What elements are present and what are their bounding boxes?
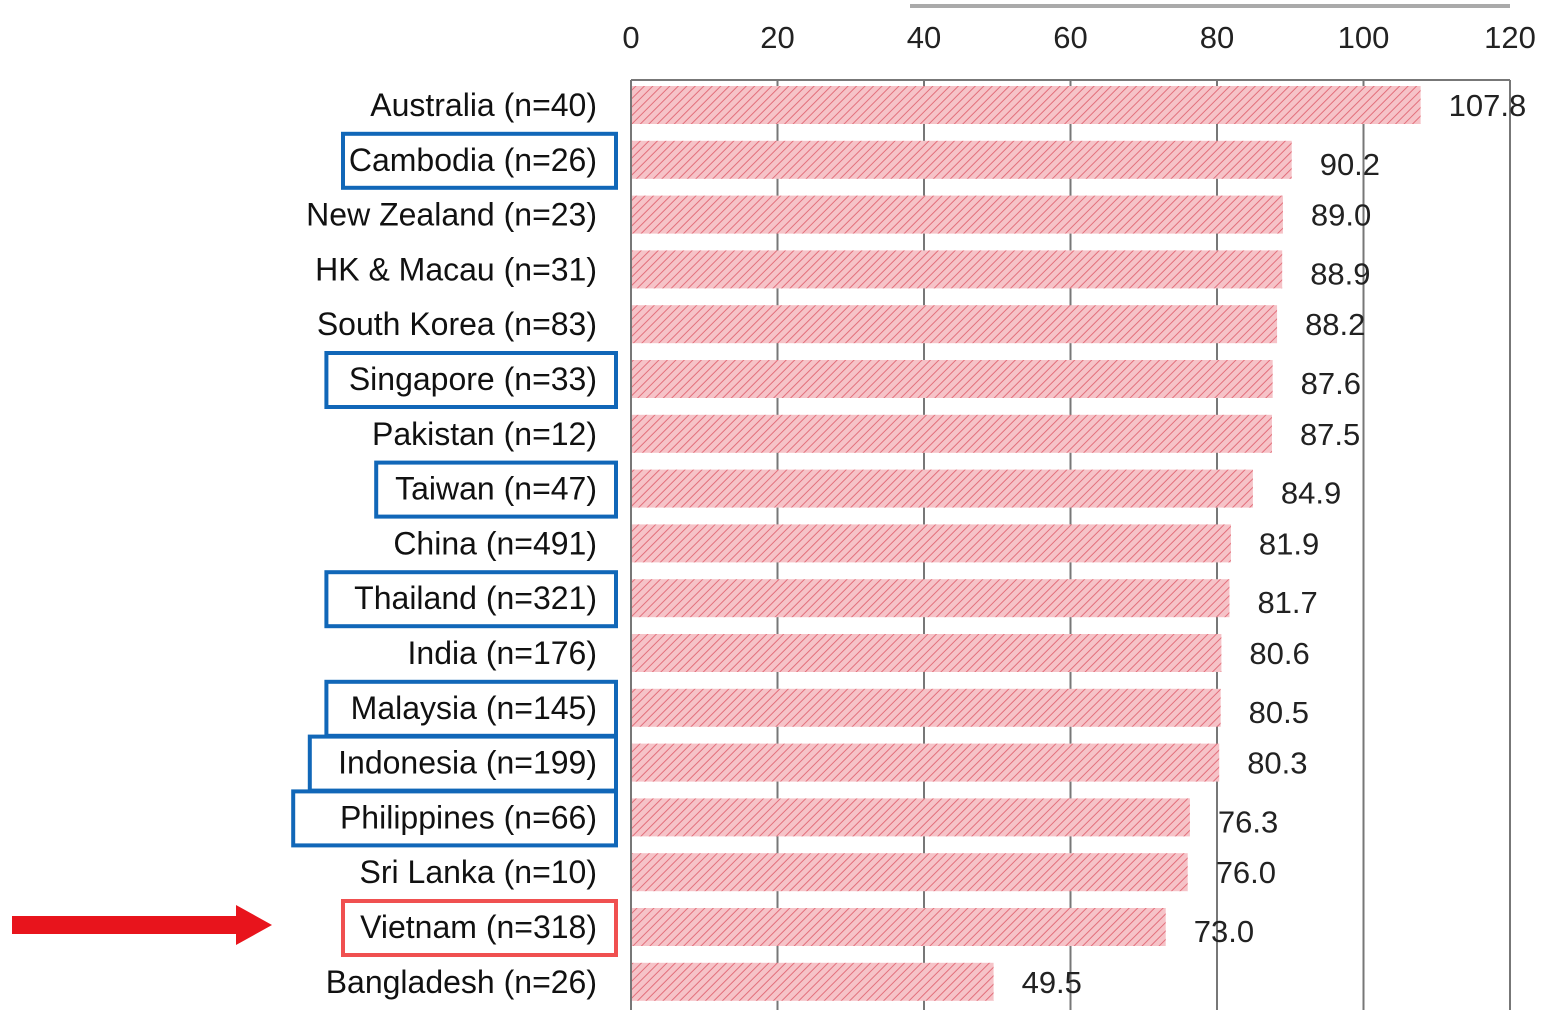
category-label-vietnam: Vietnam (n=318)	[360, 909, 597, 945]
value-label-australia: 107.8	[1449, 88, 1527, 123]
value-label-philippines: 76.3	[1218, 804, 1278, 839]
x-tick-label-0: 0	[622, 20, 639, 55]
bar-sri-lanka	[632, 853, 1188, 892]
x-tick-label-80: 80	[1200, 20, 1234, 55]
category-label-taiwan: Taiwan (n=47)	[395, 471, 597, 507]
value-label-singapore: 87.6	[1301, 366, 1361, 401]
bar-cambodia	[632, 140, 1292, 179]
bar-singapore	[632, 360, 1273, 398]
bar-vietnam	[632, 908, 1166, 946]
value-label-new-zealand: 89.0	[1311, 198, 1371, 233]
value-label-vietnam: 73.0	[1194, 914, 1254, 949]
category-label-hk-macau: HK & Macau (n=31)	[315, 251, 597, 287]
bar-hk-macau	[632, 250, 1283, 289]
bar-malaysia	[632, 688, 1221, 727]
category-label-pakistan: Pakistan (n=12)	[372, 416, 597, 452]
x-tick-label-60: 60	[1053, 20, 1087, 55]
bars	[632, 86, 1421, 1001]
category-label-indonesia: Indonesia (n=199)	[338, 745, 597, 781]
value-labels: 107.8 90.2 89.0 88.9 88.2 87.6 87.5 84.9 81.9 81.…	[1022, 88, 1527, 1000]
highlight-boxes	[291, 131, 619, 957]
highlight-box-vietnam	[341, 899, 618, 957]
category-labels: Australia (n=40) Cambodia (n=26) New Zeala…	[306, 87, 597, 1000]
bar-thailand	[632, 579, 1230, 618]
category-label-australia: Australia (n=40)	[370, 87, 597, 123]
x-tick-label-20: 20	[760, 20, 794, 55]
value-label-south-korea: 88.2	[1305, 307, 1365, 342]
category-label-china: China (n=491)	[393, 525, 597, 561]
bar-bangladesh	[632, 962, 994, 1001]
bar-taiwan	[632, 469, 1253, 508]
x-tick-label-120: 120	[1484, 20, 1536, 55]
category-label-philippines: Philippines (n=66)	[340, 799, 597, 835]
pointer-arrow	[12, 905, 272, 945]
category-label-bangladesh: Bangladesh (n=26)	[326, 964, 597, 1000]
category-label-cambodia: Cambodia (n=26)	[349, 142, 597, 178]
value-label-hk-macau: 88.9	[1310, 256, 1370, 291]
bar-new-zealand	[632, 195, 1283, 234]
value-label-taiwan: 84.9	[1281, 476, 1341, 511]
bar-india	[632, 634, 1222, 672]
value-label-malaysia: 80.5	[1249, 695, 1309, 730]
category-label-sri-lanka: Sri Lanka (n=10)	[360, 854, 597, 890]
bar-indonesia	[632, 743, 1220, 782]
highlight-box-thailand	[324, 570, 618, 629]
x-tick-label-40: 40	[907, 20, 941, 55]
value-label-bangladesh: 49.5	[1022, 965, 1082, 1000]
bar-china	[632, 524, 1231, 563]
highlight-box-singapore	[324, 351, 618, 409]
value-label-china: 81.9	[1259, 526, 1319, 561]
arrow-shaft	[12, 916, 238, 934]
value-label-sri-lanka: 76.0	[1216, 855, 1276, 890]
bar-south-korea	[632, 305, 1278, 344]
category-label-thailand: Thailand (n=321)	[354, 580, 597, 616]
highlight-box-cambodia	[341, 131, 618, 190]
bar-australia	[632, 86, 1421, 124]
value-label-india: 80.6	[1249, 636, 1309, 671]
category-label-india: India (n=176)	[408, 635, 597, 671]
value-label-cambodia: 90.2	[1320, 147, 1380, 182]
highlight-box-taiwan	[374, 460, 619, 519]
highlight-box-philippines	[291, 789, 618, 848]
arrow-head	[236, 905, 272, 945]
value-label-thailand: 81.7	[1257, 585, 1317, 620]
value-label-pakistan: 87.5	[1300, 417, 1360, 452]
category-label-malaysia: Malaysia (n=145)	[351, 690, 597, 726]
category-label-south-korea: South Korea (n=83)	[317, 306, 597, 342]
bar-pakistan	[632, 414, 1272, 453]
category-label-singapore: Singapore (n=33)	[349, 361, 597, 397]
bar-philippines	[632, 798, 1190, 837]
x-axis-ticks: 0 20 40 60 80 100 120	[622, 20, 1535, 55]
category-label-new-zealand: New Zealand (n=23)	[306, 197, 597, 233]
x-tick-label-100: 100	[1338, 20, 1390, 55]
value-label-indonesia: 80.3	[1247, 746, 1307, 781]
